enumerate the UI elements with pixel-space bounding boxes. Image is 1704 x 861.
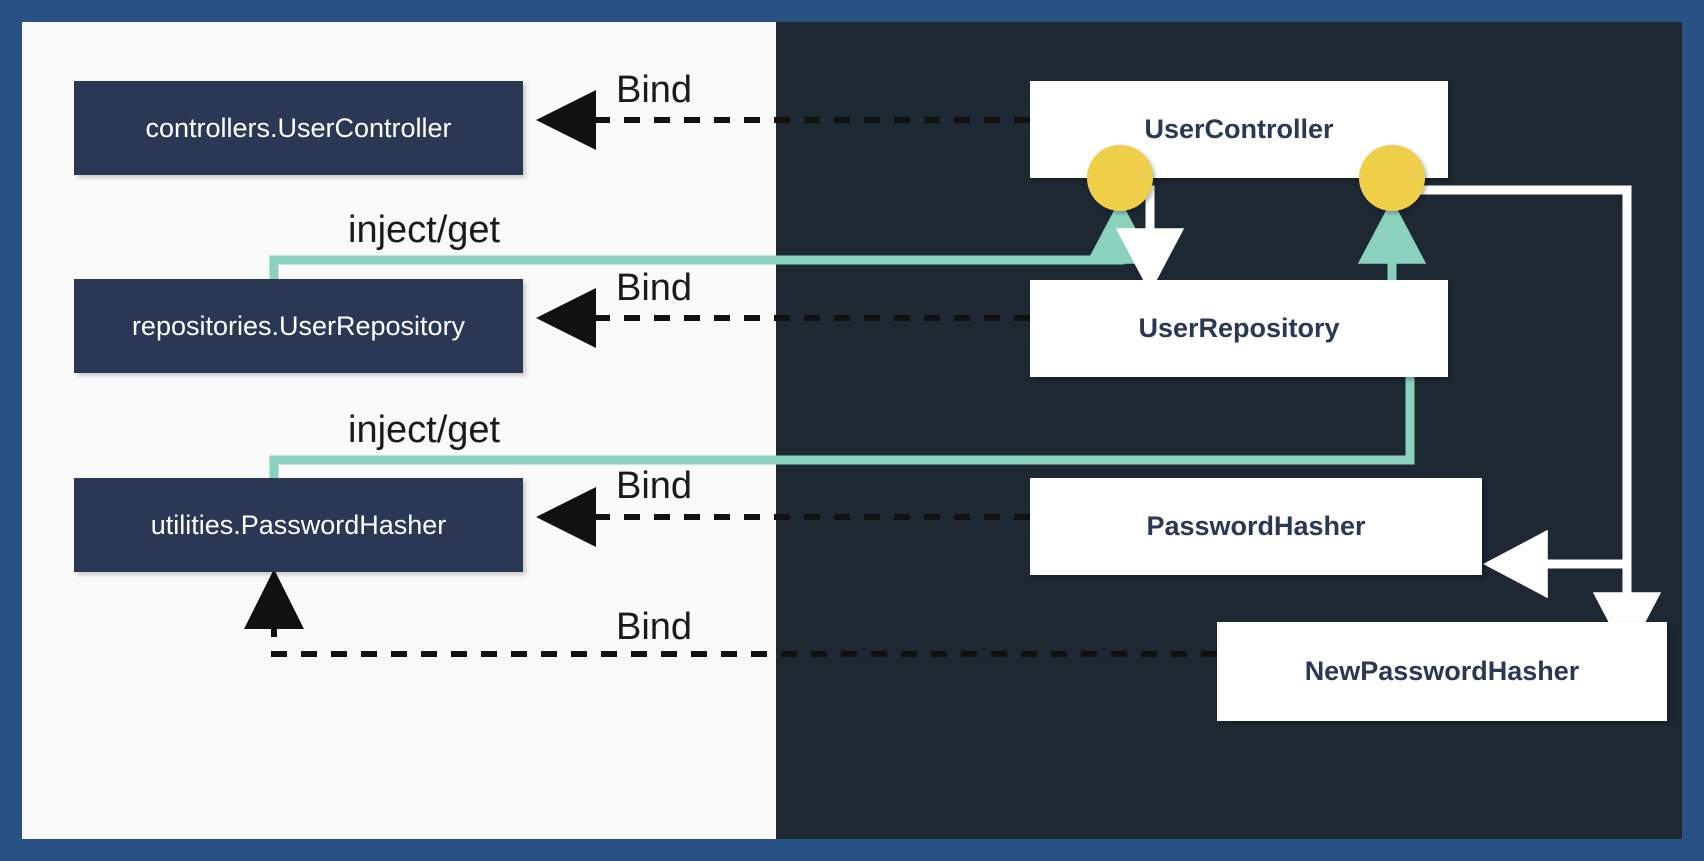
injection-point-icon-slot-2[interactable] (1359, 145, 1425, 211)
node-label: utilities.PasswordHasher (150, 509, 447, 540)
injection-point-icon-slot-1[interactable] (1087, 145, 1153, 211)
edge-label-bind-newpasswordhasher: Bind (616, 606, 693, 648)
node-label: repositories.UserRepository (131, 310, 466, 341)
node-repositories-userrepository[interactable]: repositories.UserRepository (74, 279, 523, 373)
node-label: NewPasswordHasher (1304, 656, 1580, 686)
node-utilities-passwordhasher[interactable]: utilities.PasswordHasher (74, 478, 523, 572)
node-passwordhasher[interactable]: PasswordHasher (1030, 478, 1482, 575)
diagram-canvas: controllers.UserController repositories.… (22, 22, 1682, 839)
edge-label-bind-userrepository: Bind (616, 267, 693, 309)
node-label: UserController (1144, 114, 1334, 144)
edge-label-inject-passwordhasher: inject/get (348, 409, 501, 451)
node-label: PasswordHasher (1146, 511, 1366, 541)
node-userrepository[interactable]: UserRepository (1030, 280, 1448, 377)
node-newpasswordhasher[interactable]: NewPasswordHasher (1217, 622, 1667, 721)
edge-label-inject-userrepository: inject/get (348, 209, 501, 251)
node-label: controllers.UserController (145, 112, 452, 143)
edge-label-bind-passwordhasher: Bind (616, 465, 693, 507)
edge-label-bind-usercontroller: Bind (616, 69, 693, 111)
node-controllers-usercontroller[interactable]: controllers.UserController (74, 81, 523, 175)
node-label: UserRepository (1138, 313, 1340, 343)
